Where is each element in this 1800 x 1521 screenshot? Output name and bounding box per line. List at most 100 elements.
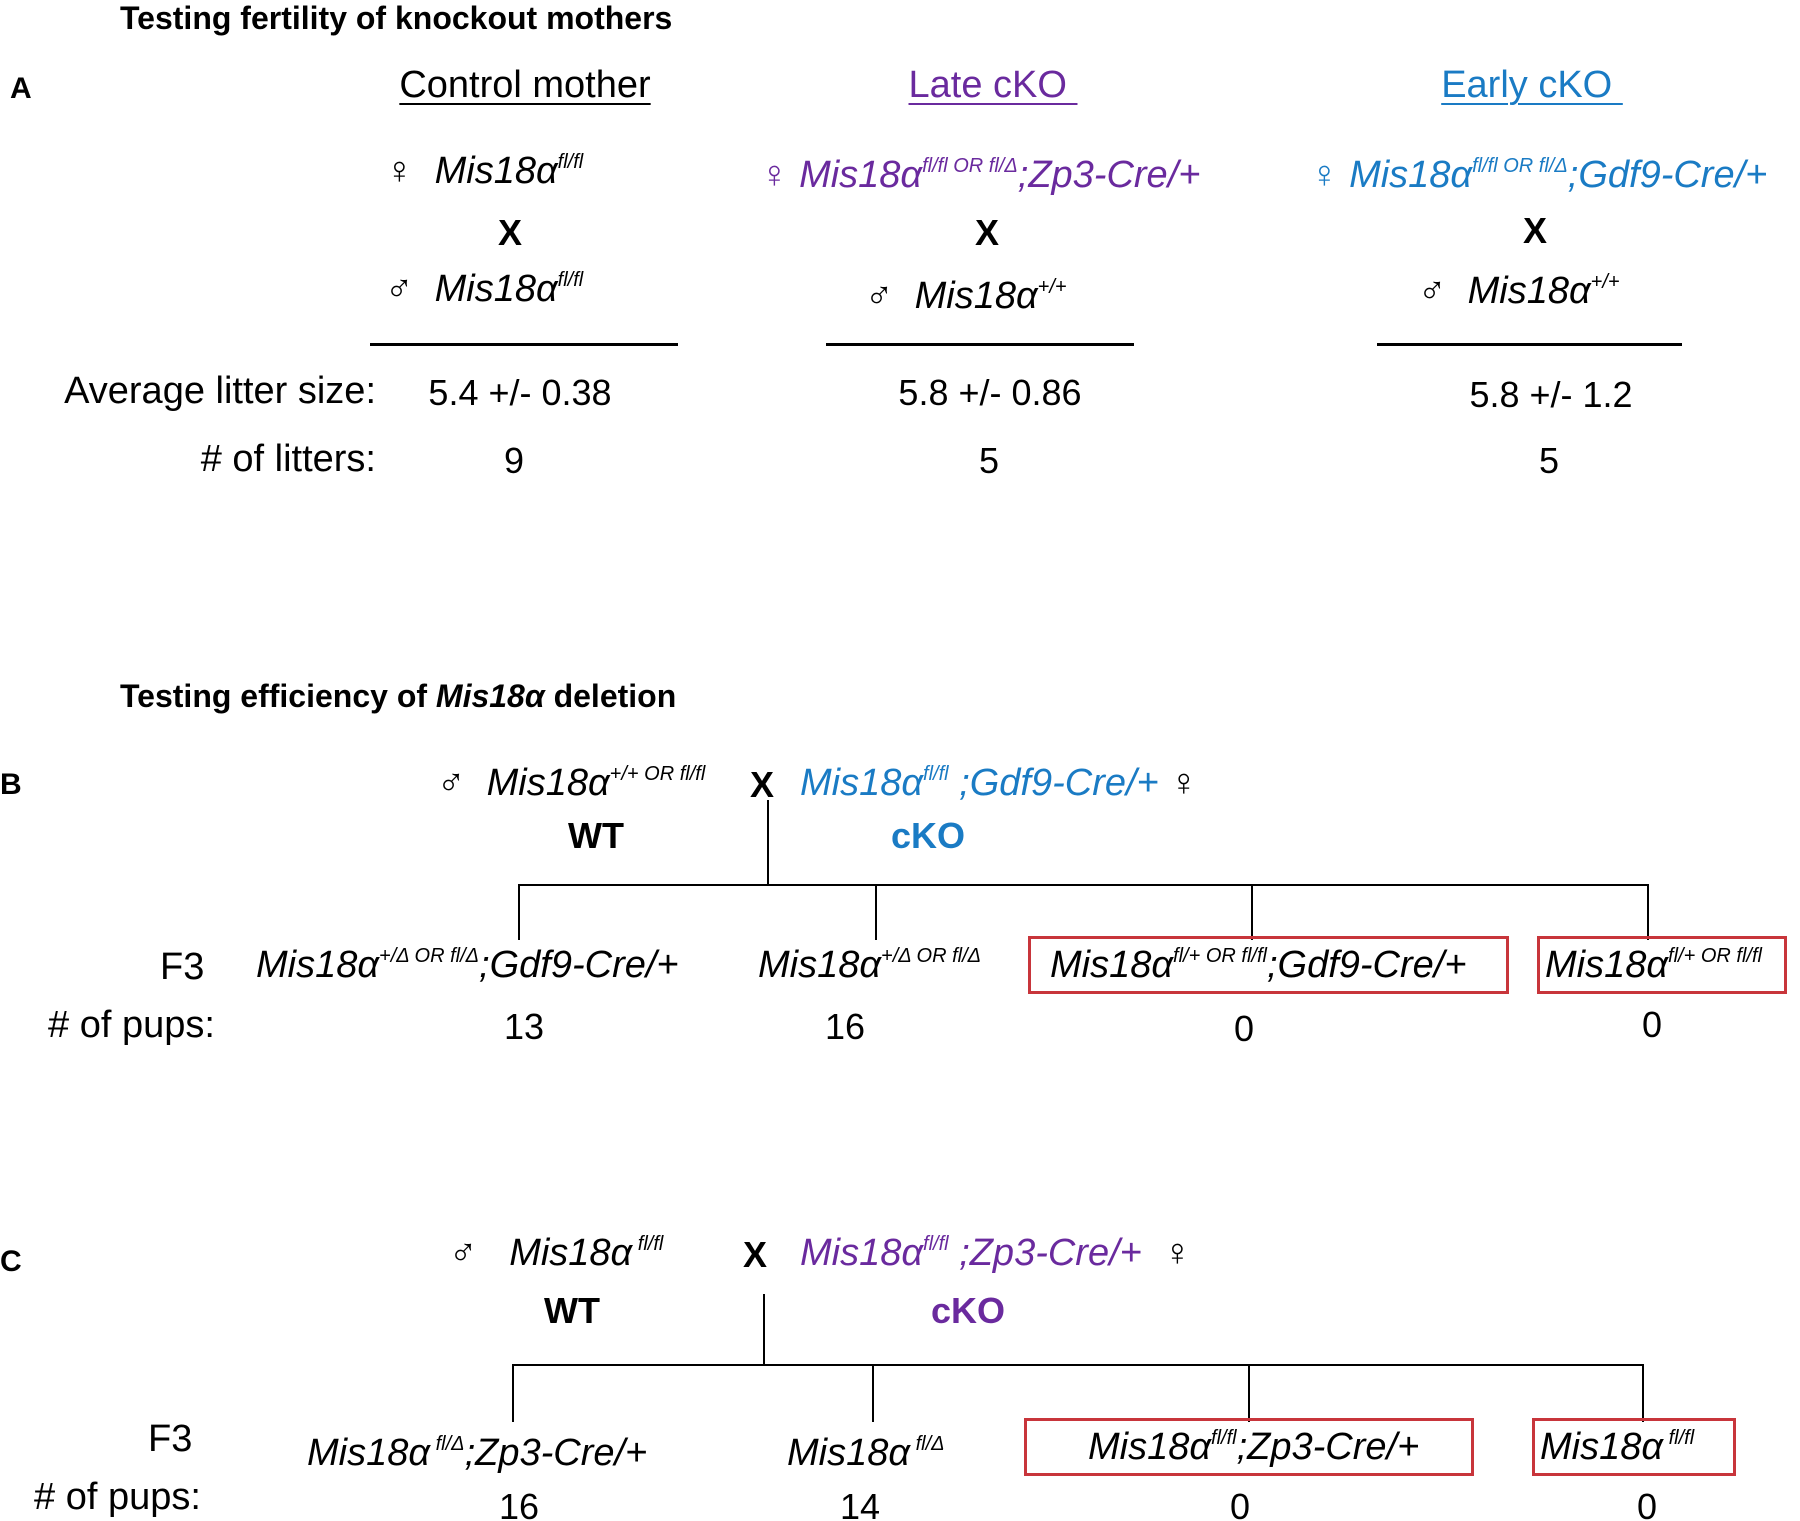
cross-divider-line: [1377, 343, 1682, 346]
gene-name: Mis18α: [256, 944, 380, 986]
allele-superscript: fl/fl OR fl/Δ: [1472, 155, 1568, 177]
pups-label: # of pups:: [48, 1004, 215, 1046]
gene-name: Mis18α: [758, 944, 882, 986]
tree-branch-line: [1647, 884, 1649, 940]
c-pup-count-4: 0: [1636, 1486, 1658, 1521]
highlight-box: [1532, 1418, 1736, 1476]
allele-superscript: +/Δ OR fl/Δ: [379, 945, 480, 967]
heading-gene: Mis18α: [435, 678, 545, 714]
gene-name: Mis18α: [1050, 944, 1174, 986]
allele-superscript: fl/fl: [557, 269, 584, 291]
cre-driver: ;Zp3-Cre/+: [1236, 1426, 1420, 1468]
control-average-litter-size: 5.4 +/- 0.38: [428, 372, 612, 413]
b-offspring-genotype-3: Mis18αfl/+ OR fl/fl;Gdf9-Cre/+: [1050, 944, 1467, 987]
allele-superscript: fl/Δ: [910, 1433, 945, 1455]
b-offspring-genotype-2: Mis18α+/Δ OR fl/Δ: [758, 944, 981, 987]
column-title-late-cko: Late cKO: [908, 64, 1078, 106]
b-mother-genotype: Mis18αfl/fl ;Gdf9-Cre/+ ♀: [800, 762, 1198, 805]
gene-name: Mis18α: [1349, 154, 1473, 196]
tree-branch-line: [875, 884, 877, 940]
cross-symbol: X: [749, 764, 775, 805]
early-cko-litter-count: 5: [1538, 440, 1560, 481]
gene-name: Mis18α: [1467, 270, 1591, 312]
f3-label: F3: [160, 946, 205, 988]
cre-driver: ;Zp3-Cre/+: [948, 1232, 1142, 1274]
c-mother-genotype: Mis18αfl/fl ;Zp3-Cre/+ ♀: [800, 1232, 1191, 1275]
gene-name: Mis18α: [434, 150, 558, 192]
f3-label: F3: [148, 1418, 193, 1460]
allele-superscript: fl/fl: [632, 1233, 664, 1255]
c-pup-count-3: 0: [1229, 1486, 1251, 1521]
highlight-box: [1537, 936, 1787, 994]
allele-superscript: fl/fl: [923, 763, 949, 785]
female-icon: ♀: [760, 154, 789, 196]
cross-divider-line: [370, 343, 678, 346]
allele-superscript: fl/Δ: [430, 1433, 465, 1455]
gene-name: Mis18α: [799, 154, 923, 196]
male-icon: ♂: [385, 268, 414, 310]
tree-horizontal-line: [513, 1364, 1644, 1366]
pups-label: # of pups:: [34, 1476, 201, 1518]
control-father-genotype: ♂ Mis18αfl/fl: [385, 268, 583, 311]
female-icon: ♀: [1310, 154, 1339, 196]
female-icon: ♀: [1169, 762, 1198, 804]
wt-label: WT: [568, 815, 624, 856]
allele-superscript: fl/fl: [557, 151, 584, 173]
b-pup-count-4: 0: [1641, 1004, 1663, 1045]
b-pup-count-1: 13: [503, 1006, 545, 1047]
tree-branch-line: [1251, 884, 1253, 940]
cross-divider-line: [826, 343, 1134, 346]
tree-branch-line: [1248, 1364, 1250, 1422]
b-offspring-genotype-1: Mis18α+/Δ OR fl/Δ;Gdf9-Cre/+: [256, 944, 679, 987]
allele-superscript: fl/+ OR fl/fl: [1668, 945, 1762, 967]
tree-branch-line: [518, 884, 520, 940]
c-offspring-genotype-2: Mis18α fl/Δ: [787, 1432, 945, 1475]
male-icon: ♂: [449, 1232, 478, 1274]
female-icon: ♀: [1162, 1232, 1192, 1274]
control-mother-genotype: ♀ Mis18αfl/fl: [385, 150, 583, 193]
allele-superscript: fl/fl: [1663, 1427, 1695, 1449]
cre-driver: ;Gdf9-Cre/+: [479, 944, 679, 986]
gene-name: Mis18α: [1545, 944, 1669, 986]
tree-horizontal-line: [519, 884, 1649, 886]
heading-suffix: deletion: [544, 678, 677, 714]
tree-branch-line: [512, 1364, 514, 1422]
section-bc-heading: Testing efficiency of Mis18α deletion: [120, 678, 676, 715]
late-cko-average-litter-size: 5.8 +/- 0.86: [898, 372, 1082, 413]
panel-label-b: B: [0, 768, 22, 801]
allele-superscript: +/Δ OR fl/Δ: [881, 945, 982, 967]
c-offspring-genotype-4: Mis18α fl/fl: [1540, 1426, 1694, 1469]
male-icon: ♂: [437, 762, 466, 804]
b-pup-count-3: 0: [1233, 1008, 1255, 1049]
c-offspring-genotype-1: Mis18α fl/Δ;Zp3-Cre/+: [307, 1432, 647, 1475]
c-offspring-genotype-3: Mis18αfl/fl;Zp3-Cre/+: [1088, 1426, 1419, 1469]
control-litter-count: 9: [503, 440, 525, 481]
allele-superscript: fl/fl: [1211, 1427, 1237, 1449]
cko-label: cKO: [931, 1290, 1006, 1331]
allele-superscript: +/+ OR fl/fl: [609, 763, 706, 785]
panel-label-c: C: [0, 1245, 22, 1278]
male-icon: ♂: [865, 275, 894, 317]
gene-name: Mis18α: [1088, 1426, 1212, 1468]
female-icon: ♀: [385, 150, 414, 192]
gene-name: Mis18α: [434, 268, 558, 310]
late-cko-litter-count: 5: [978, 440, 1000, 481]
allele-superscript: +/+: [1590, 271, 1620, 293]
gene-name: Mis18α: [307, 1432, 431, 1474]
allele-superscript: fl/fl OR fl/Δ: [922, 155, 1018, 177]
allele-superscript: fl/fl: [923, 1233, 949, 1255]
gene-name: Mis18α: [914, 275, 1038, 317]
cre-driver: ;Zp3-Cre/+: [1017, 154, 1201, 196]
number-of-litters-label: # of litters:: [200, 438, 376, 480]
early-cko-father-genotype: ♂ Mis18α+/+: [1418, 270, 1620, 313]
tree-stem-line: [767, 800, 769, 886]
tree-stem-line: [763, 1294, 765, 1366]
wt-label: WT: [544, 1290, 600, 1331]
late-cko-mother-genotype: ♀ Mis18αfl/fl OR fl/Δ;Zp3-Cre/+: [760, 154, 1200, 197]
highlight-box: [1028, 936, 1509, 994]
gene-name: Mis18α: [800, 1232, 924, 1274]
gene-name: Mis18α: [800, 762, 924, 804]
gene-name: Mis18α: [787, 1432, 911, 1474]
cross-symbol: X: [1522, 210, 1548, 251]
